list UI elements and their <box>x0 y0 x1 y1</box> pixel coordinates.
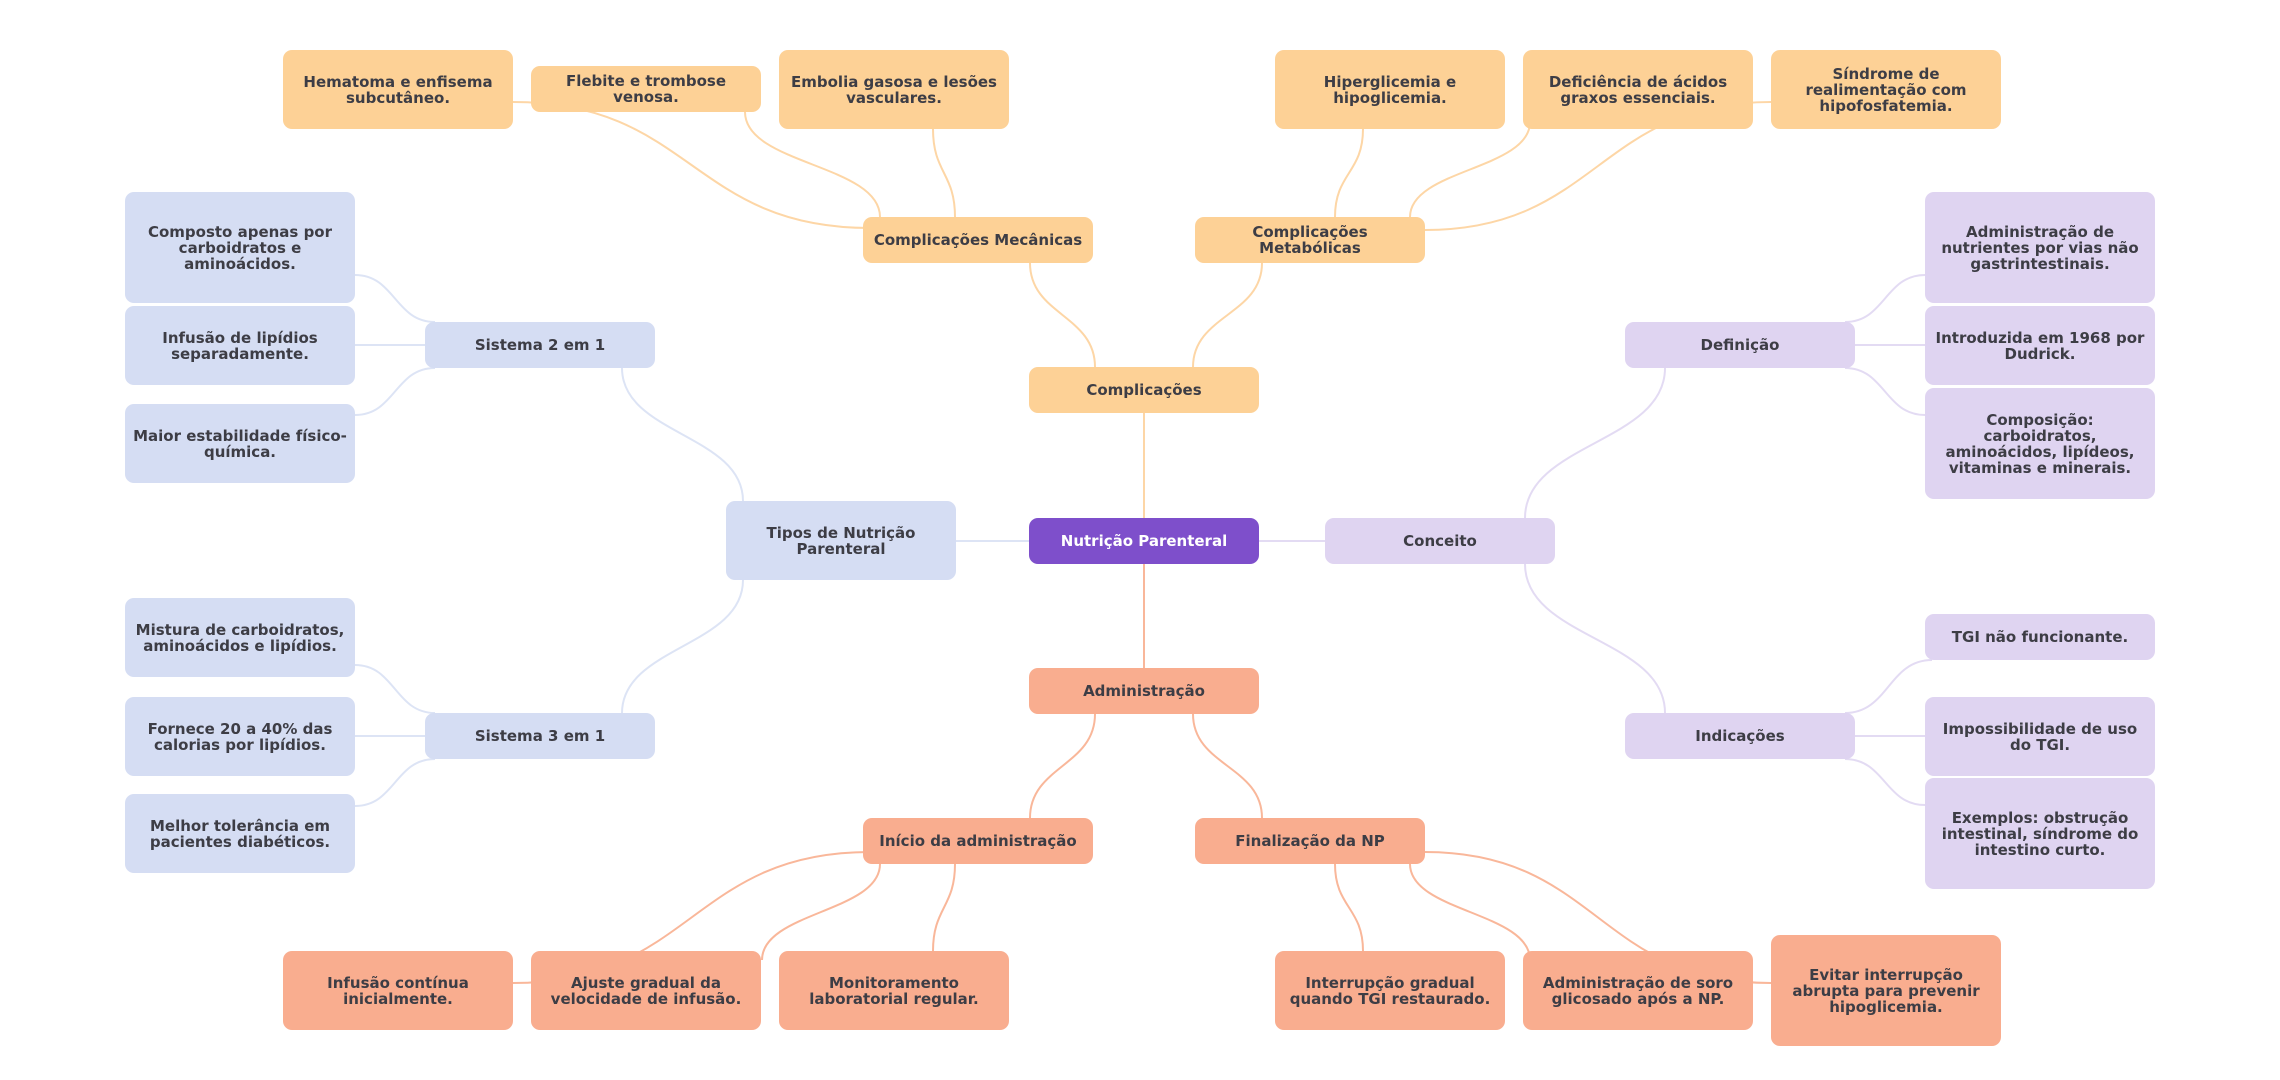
node-label: Mistura de carboidratos, aminoácidos e l… <box>135 620 345 655</box>
connector-line <box>1334 863 1364 952</box>
branch-node-tipos[interactable]: Tipos de Nutrição Parenteral <box>726 501 956 580</box>
connector-line <box>354 274 436 323</box>
leaf-node[interactable]: Mistura de carboidratos, aminoácidos e l… <box>125 598 355 677</box>
leaf-node[interactable]: TGI não funcionante. <box>1925 614 2155 660</box>
subnode-inicio-administracao[interactable]: Início da administração <box>863 818 1093 864</box>
leaf-node[interactable]: Síndrome de realimentação com hipofosfat… <box>1771 50 2001 129</box>
node-label: Maior estabilidade físico-química. <box>133 426 347 461</box>
leaf-node[interactable]: Maior estabilidade físico-química. <box>125 404 355 483</box>
leaf-node[interactable]: Hematoma e enfisema subcutâneo. <box>283 50 513 129</box>
leaf-node[interactable]: Introduzida em 1968 por Dudrick. <box>1925 306 2155 385</box>
connector-line <box>354 367 436 416</box>
subnode-complicacoes-metabolicas[interactable]: Complicações Metabólicas <box>1195 217 1425 263</box>
leaf-node[interactable]: Infusão de lipídios separadamente. <box>125 306 355 385</box>
node-label: Flebite e trombose venosa. <box>565 72 727 106</box>
node-label: Hematoma e enfisema subcutâneo. <box>303 72 493 107</box>
root-node[interactable]: Nutrição Parenteral <box>1029 518 1259 564</box>
node-label: Complicações Mecânicas <box>873 231 1083 249</box>
node-label: Hiperglicemia e hipoglicemia. <box>1323 72 1457 107</box>
leaf-node[interactable]: Evitar interrupção abrupta para prevenir… <box>1771 935 2001 1046</box>
subnode-indicacoes[interactable]: Indicações <box>1625 713 1855 759</box>
connector-line <box>1844 758 1926 806</box>
connector-line <box>744 111 881 218</box>
leaf-node[interactable]: Infusão contínua inicialmente. <box>283 951 513 1030</box>
connector-line <box>1192 262 1263 368</box>
node-label: Definição <box>1700 336 1780 354</box>
node-label: Complicações Metabólicas <box>1252 223 1368 257</box>
leaf-node[interactable]: Composto apenas por carboidratos e amino… <box>125 192 355 303</box>
leaf-node[interactable]: Fornece 20 a 40% das calorias por lipídi… <box>125 697 355 776</box>
node-label: Embolia gasosa e lesões vasculares. <box>791 72 997 107</box>
connector-line <box>1029 262 1096 368</box>
root-label: Nutrição Parenteral <box>1060 532 1228 550</box>
leaf-node[interactable]: Deficiência de ácidos graxos essenciais. <box>1523 50 1753 129</box>
branch-node-conceito[interactable]: Conceito <box>1325 518 1555 564</box>
node-label: Sistema 2 em 1 <box>474 336 606 354</box>
subnode-finalizacao-np[interactable]: Finalização da NP <box>1195 818 1425 864</box>
connector-line <box>1844 659 1933 714</box>
node-label: Administração de nutrientes por vias não… <box>1941 222 2139 273</box>
node-label: Administração <box>1083 682 1205 700</box>
connector-line <box>1524 367 1666 519</box>
node-label: Complicações <box>1086 381 1202 399</box>
subnode-sistema-2-em-1[interactable]: Sistema 2 em 1 <box>425 322 655 368</box>
node-label: Infusão contínua inicialmente. <box>327 973 469 1008</box>
node-label: TGI não funcionante. <box>1951 628 2129 646</box>
node-label: Impossibilidade de uso do TGI. <box>1942 719 2138 754</box>
connector-line <box>1029 713 1096 819</box>
subnode-sistema-3-em-1[interactable]: Sistema 3 em 1 <box>425 713 655 759</box>
node-label: Composição: carboidratos, aminoácidos, l… <box>1945 410 2135 477</box>
node-label: Evitar interrupção abrupta para prevenir… <box>1792 965 1980 1016</box>
leaf-node[interactable]: Administração de soro glicosado após a N… <box>1523 951 1753 1030</box>
leaf-node[interactable]: Monitoramento laboratorial regular. <box>779 951 1009 1030</box>
connector-line <box>1334 128 1364 218</box>
connector-line <box>1524 563 1666 714</box>
node-label: Sistema 3 em 1 <box>474 727 606 745</box>
node-label: Infusão de lipídios separadamente. <box>162 328 318 363</box>
node-label: Administração de soro glicosado após a N… <box>1542 973 1734 1008</box>
leaf-node[interactable]: Administração de nutrientes por vias não… <box>1925 192 2155 303</box>
node-label: Fornece 20 a 40% das calorias por lipídi… <box>147 719 333 754</box>
node-label: Monitoramento laboratorial regular. <box>809 973 979 1008</box>
subnode-complicacoes-mecanicas[interactable]: Complicações Mecânicas <box>863 217 1093 263</box>
connector-line <box>932 128 956 218</box>
branch-node-complicacoes[interactable]: Complicações <box>1029 367 1259 413</box>
connector-line <box>1844 274 1926 323</box>
node-label: Início da administração <box>879 832 1077 850</box>
leaf-node[interactable]: Composição: carboidratos, aminoácidos, l… <box>1925 388 2155 499</box>
node-label: Finalização da NP <box>1235 832 1385 850</box>
connector-line <box>621 579 744 714</box>
leaf-node[interactable]: Ajuste gradual da velocidade de infusão. <box>531 951 761 1030</box>
branch-node-administracao[interactable]: Administração <box>1029 668 1259 714</box>
connector-line <box>1844 367 1926 416</box>
leaf-node[interactable]: Hiperglicemia e hipoglicemia. <box>1275 50 1505 129</box>
node-label: Introduzida em 1968 por Dudrick. <box>1935 328 2145 363</box>
node-label: Indicações <box>1695 727 1785 745</box>
node-label: Conceito <box>1403 532 1477 550</box>
node-label: Síndrome de realimentação com hipofosfat… <box>1805 64 1967 115</box>
leaf-node[interactable]: Interrupção gradual quando TGI restaurad… <box>1275 951 1505 1030</box>
node-label: Deficiência de ácidos graxos essenciais. <box>1548 72 1728 107</box>
leaf-node[interactable]: Flebite e trombose venosa. <box>531 66 761 112</box>
leaf-node[interactable]: Impossibilidade de uso do TGI. <box>1925 697 2155 776</box>
connector-line <box>621 367 744 502</box>
node-label: Exemplos: obstrução intestinal, síndrome… <box>1941 808 2139 859</box>
connector-line <box>761 863 881 961</box>
node-label: Ajuste gradual da velocidade de infusão. <box>550 973 742 1008</box>
leaf-node[interactable]: Melhor tolerância em pacientes diabético… <box>125 794 355 873</box>
leaf-node[interactable]: Exemplos: obstrução intestinal, síndrome… <box>1925 778 2155 889</box>
subnode-definicao[interactable]: Definição <box>1625 322 1855 368</box>
connector-line <box>1409 121 1531 218</box>
node-label: Tipos de Nutrição Parenteral <box>766 523 916 558</box>
connector-line <box>1192 713 1263 819</box>
node-label: Melhor tolerância em pacientes diabético… <box>149 816 331 851</box>
connector-line <box>354 664 436 714</box>
leaf-node[interactable]: Embolia gasosa e lesões vasculares. <box>779 50 1009 129</box>
connector-line <box>1409 863 1531 961</box>
connector-line <box>354 758 436 807</box>
node-label: Composto apenas por carboidratos e amino… <box>147 222 333 273</box>
node-label: Interrupção gradual quando TGI restaurad… <box>1289 973 1491 1008</box>
connector-line <box>932 863 956 952</box>
